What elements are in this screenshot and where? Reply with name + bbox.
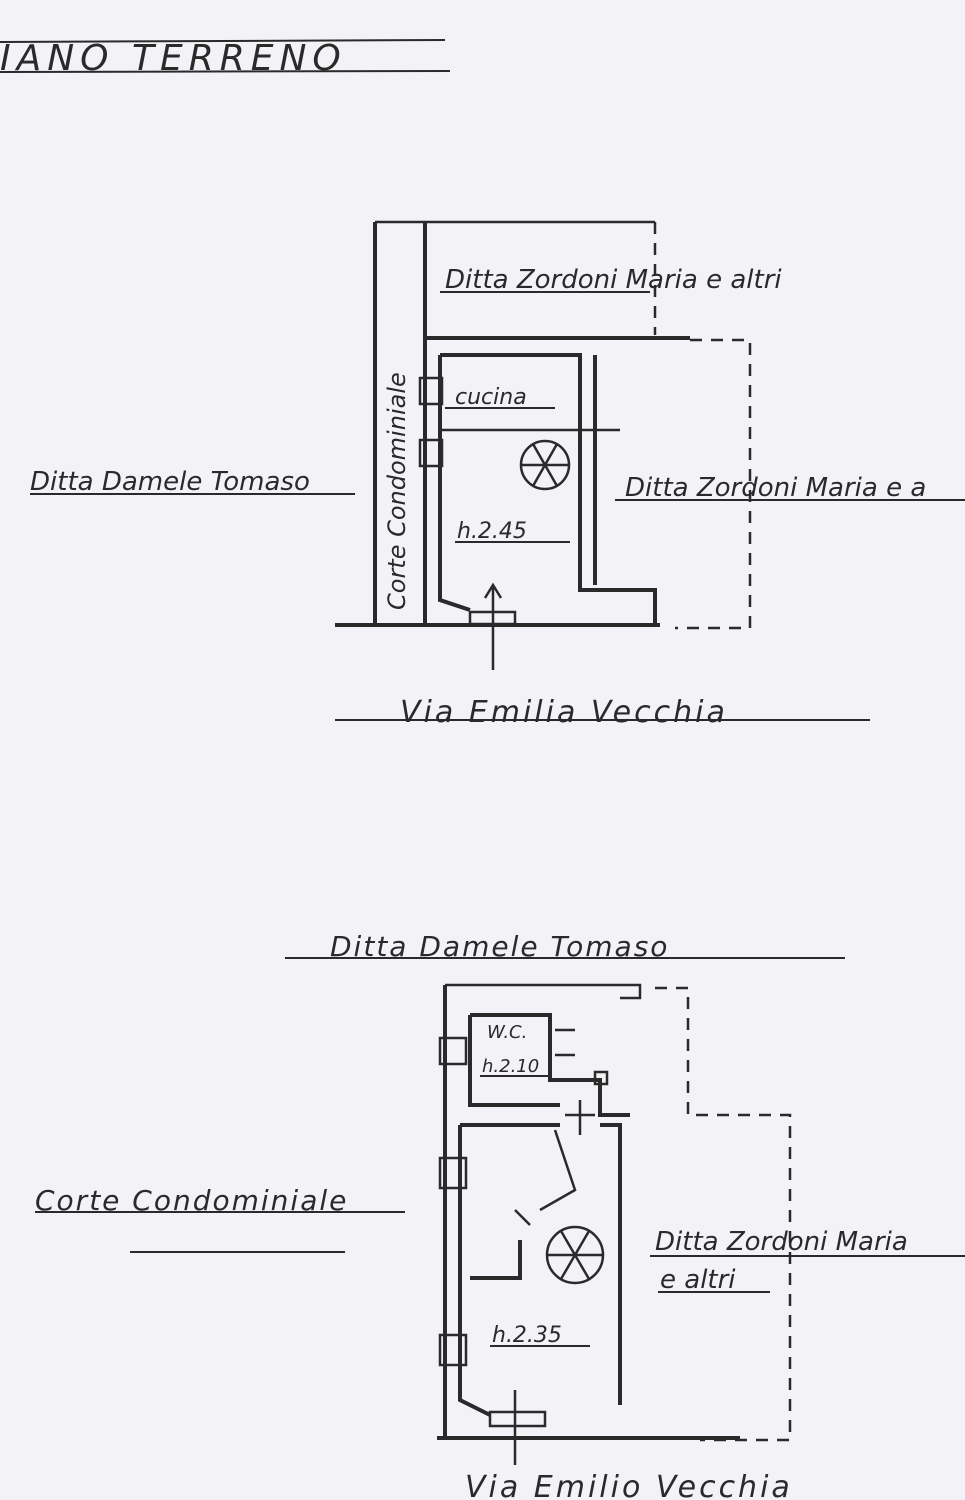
lower-room-east-wall [600, 1123, 622, 1405]
spiral-stair-icon [519, 439, 571, 491]
lower-east-neighbor-line1: Ditta Zordoni Maria [655, 1227, 908, 1257]
east-neighbor-boundary [675, 338, 752, 630]
lower-window-3 [438, 1333, 468, 1367]
lower-floor-plan: Ditta Damele Tomaso W.C. h [35, 930, 965, 1500]
title-group: IANO TERRENO [0, 38, 451, 79]
upper-room-wall-west [438, 355, 471, 612]
lower-street-name: Via Emilio Vecchia [465, 1470, 793, 1500]
lower-door-swing [539, 1129, 577, 1212]
lower-window-2 [438, 1156, 468, 1190]
upper-window-1 [418, 376, 444, 406]
lower-window-1 [438, 1036, 468, 1066]
upper-north-neighbor: Ditta Zordoni Maria e altri [445, 265, 782, 295]
upper-court-label: Corte Condominiale [383, 372, 411, 610]
upper-height-label: h.2.45 [457, 519, 527, 544]
upper-floor-plan: Ditta Zordoni Maria e altri Corte Condom… [30, 220, 965, 730]
wc-height-label: h.2.10 [482, 1056, 539, 1077]
upper-east-neighbor: Ditta Zordoni Maria e a [625, 473, 926, 503]
upper-west-neighbor: Ditta Damele Tomaso [30, 467, 310, 497]
wc-door-mark [565, 1100, 595, 1135]
lower-door-mark [514, 1209, 531, 1226]
wc-label: W.C. [487, 1022, 527, 1043]
lower-counter [470, 1240, 522, 1280]
lower-east-neighbor-boundary [655, 986, 792, 1442]
wc-vent [593, 1070, 609, 1086]
lower-height-label: h.2.35 [492, 1323, 562, 1348]
upper-room-wall-east [440, 353, 657, 625]
lower-east-neighbor-line2: e altri [660, 1265, 736, 1295]
entrance-arrow-icon [483, 582, 503, 670]
wc-walls [470, 1013, 630, 1117]
wc-west-wall [468, 1015, 560, 1107]
lower-spiral-stair-icon [545, 1225, 605, 1285]
upper-street-name: Via Emilia Vecchia [400, 695, 728, 730]
lower-north-boundary [445, 983, 642, 1000]
lower-entrance-door [488, 1410, 547, 1428]
upper-window-2 [418, 438, 444, 468]
lower-room-west-wall [458, 1125, 491, 1417]
upper-room-label: cucina [455, 385, 527, 410]
wc-fixture [555, 1028, 575, 1057]
